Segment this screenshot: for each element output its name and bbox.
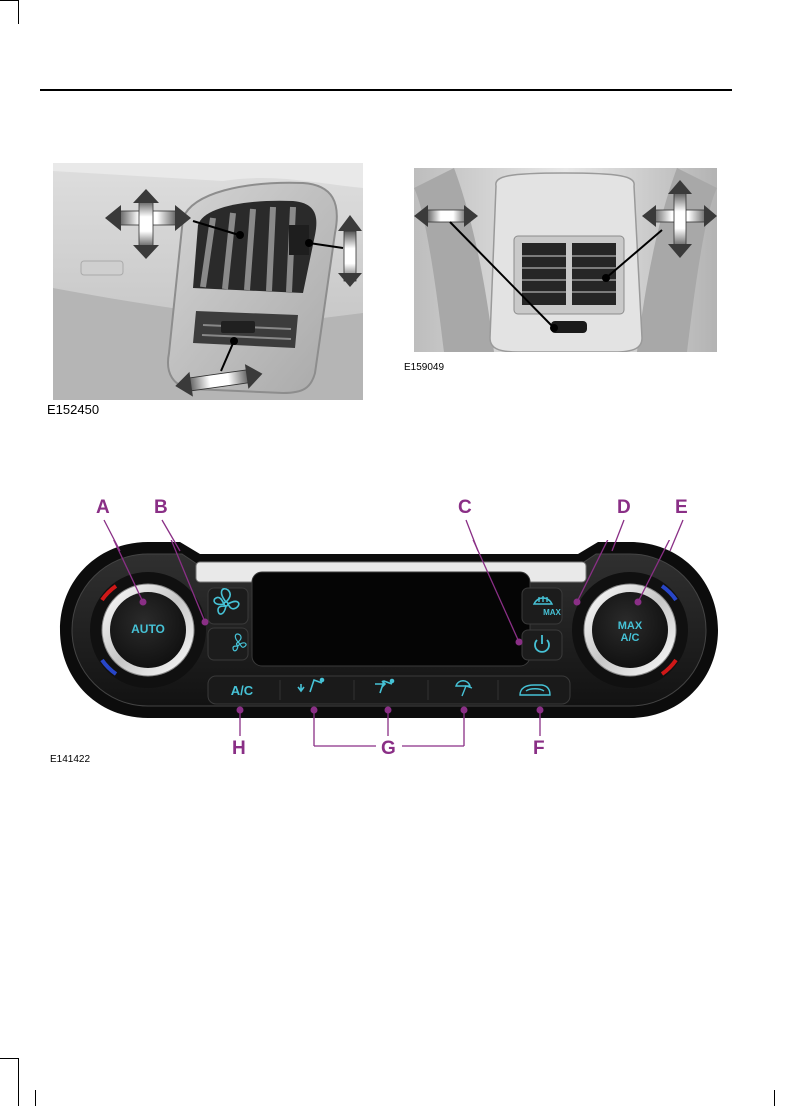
auto-knob-label: AUTO	[124, 622, 172, 636]
max-ac-knob-label-1: MAX	[608, 620, 652, 632]
callout-b: B	[154, 497, 168, 519]
callout-e: E	[675, 497, 688, 519]
climate-panel-figure-id: E141422	[50, 754, 90, 765]
max-defrost-label: MAX	[538, 608, 566, 617]
max-ac-knob-label-2: A/C	[608, 632, 652, 644]
callout-d: D	[617, 497, 631, 519]
callout-f: F	[533, 738, 545, 760]
callout-g: G	[381, 738, 396, 760]
ac-button-label: A/C	[222, 683, 262, 698]
callout-a: A	[96, 497, 110, 519]
callout-h: H	[232, 738, 246, 760]
callout-c: C	[458, 497, 472, 519]
